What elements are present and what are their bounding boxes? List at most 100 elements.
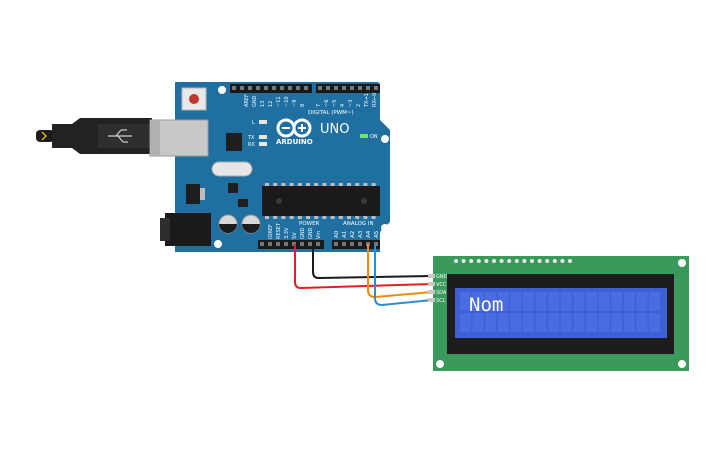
pin-hole[interactable] [326, 86, 330, 90]
pin-hole[interactable] [300, 242, 304, 246]
wire-vcc[interactable] [294, 244, 433, 290]
mounting-hole [436, 360, 444, 368]
pin-hole[interactable] [342, 242, 346, 246]
chip-pin [281, 183, 286, 186]
digital-pin-label: ~6 [324, 100, 330, 107]
pin-hole [461, 259, 466, 263]
pin-hole[interactable] [240, 86, 244, 90]
pin-hole [499, 259, 504, 263]
pin-hole [454, 259, 458, 263]
power-pin-label: RESET [276, 222, 282, 239]
lcd-pin-holes [454, 259, 572, 263]
lcd-pin-gnd-label: GND [436, 274, 448, 280]
pin-hole[interactable] [256, 86, 260, 90]
chip-pin [322, 183, 327, 186]
usb-chip [226, 133, 242, 151]
pin-hole[interactable] [296, 86, 300, 90]
led-tx [259, 135, 267, 139]
pin-hole[interactable] [318, 86, 322, 90]
usb-cable-strain-relief [36, 130, 54, 142]
lcd-cell [636, 313, 648, 332]
pin-hole[interactable] [264, 86, 268, 90]
digital-pin-label: 7 [316, 104, 322, 107]
pin-hole[interactable] [316, 242, 320, 246]
pin-hole[interactable] [288, 86, 292, 90]
chip-dot [361, 198, 367, 204]
dc-jack [165, 213, 211, 246]
wire-gnd[interactable] [312, 244, 433, 280]
lcd-cell [510, 313, 522, 332]
pin-hole[interactable] [268, 242, 272, 246]
pin-hole[interactable] [334, 86, 338, 90]
wire-scl[interactable] [374, 244, 433, 307]
pin-hole[interactable] [308, 242, 312, 246]
regulator-tab [200, 188, 205, 200]
wires[interactable] [294, 244, 433, 307]
pin-hole [492, 259, 496, 263]
i2c-pin[interactable] [428, 282, 435, 286]
lcd-module[interactable]: GND VCC SDA SCL Nom [428, 256, 689, 371]
lcd-i2c-pins [428, 274, 435, 302]
lcd-cell [548, 313, 560, 332]
digital-pin-label: 12 [268, 101, 274, 107]
lcd-cell [623, 313, 635, 332]
power-pin-label: Vin [316, 231, 322, 239]
power-header [258, 240, 324, 249]
pin-hole[interactable] [232, 86, 236, 90]
pin-hole[interactable] [350, 242, 354, 246]
pin-hole [552, 259, 557, 263]
pin-hole[interactable] [366, 86, 370, 90]
lcd-cell [649, 313, 660, 332]
lcd-cell [485, 313, 497, 332]
mounting-hole [678, 360, 686, 368]
chip-pin [306, 216, 310, 219]
pin-hole [537, 259, 542, 263]
pin-hole[interactable] [350, 86, 354, 90]
power-header-label: POWER [299, 221, 320, 227]
chip-pin [314, 183, 319, 186]
lcd-cell [649, 292, 660, 311]
pin-hole[interactable] [280, 86, 284, 90]
power-pin-label: IOREF [268, 224, 274, 239]
usb-port-shade [150, 120, 160, 156]
chip-pin [371, 216, 376, 219]
chip-pin [338, 183, 343, 186]
pin-hole[interactable] [260, 242, 264, 246]
pin-hole[interactable] [304, 86, 308, 90]
pin-hole [514, 259, 519, 263]
pin-hole[interactable] [358, 86, 362, 90]
chip-pin [297, 216, 302, 219]
digital-header-left [230, 84, 312, 93]
digital-pin-label: 4 [340, 104, 346, 107]
chip-pin [297, 183, 302, 186]
pin-hole[interactable] [342, 86, 346, 90]
i2c-pin[interactable] [428, 274, 435, 278]
i2c-pin[interactable] [428, 298, 435, 302]
analog-header [332, 240, 380, 249]
pin-hole [522, 259, 527, 263]
arduino-logo-icon [276, 118, 312, 138]
digital-pin-label: ~9 [292, 100, 298, 107]
lcd-cell [535, 313, 547, 332]
dc-jack-lip [160, 218, 170, 241]
pin-hole[interactable] [284, 242, 288, 246]
model-label: UNO [320, 122, 349, 137]
pin-hole[interactable] [334, 242, 338, 246]
pin-hole[interactable] [358, 242, 362, 246]
reset-button-cap [189, 94, 199, 104]
lcd-cell [560, 292, 572, 311]
pin-hole[interactable] [248, 86, 252, 90]
lcd-cell [598, 292, 610, 311]
chip-pin [347, 183, 351, 186]
usb-cable[interactable] [36, 118, 152, 154]
pin-hole[interactable] [374, 86, 378, 90]
digital-pin-label: RX←0 [372, 93, 378, 107]
chip-pin [289, 183, 294, 186]
pin-hole[interactable] [276, 242, 280, 246]
pin-hole[interactable] [272, 86, 276, 90]
i2c-pin[interactable] [428, 290, 435, 294]
crystal-oscillator [211, 161, 253, 177]
